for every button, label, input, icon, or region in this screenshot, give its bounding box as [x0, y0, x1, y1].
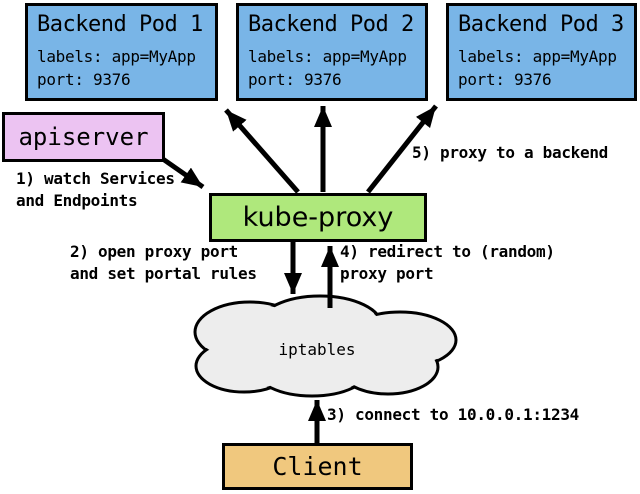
step-2-open-proxy-port: 2) open proxy port and set portal rules: [70, 241, 257, 285]
step-2-line-2: and set portal rules: [70, 264, 257, 283]
pod-title: Backend Pod 2: [248, 12, 414, 37]
pod-port: port: 9376: [458, 70, 552, 89]
step-3-connect: 3) connect to 10.0.0.1:1234: [327, 404, 579, 426]
apiserver-node: apiserver: [2, 112, 165, 162]
pod-title: Backend Pod 3: [458, 12, 624, 37]
step-2-line-1: 2) open proxy port: [70, 242, 238, 261]
step-4-line-1: 4) redirect to (random): [340, 242, 555, 261]
kube-proxy-node: kube-proxy: [209, 193, 427, 242]
client-label: Client: [272, 452, 363, 481]
step-1-watch-services: 1) watch Services and Endpoints: [16, 168, 175, 212]
arrow-kube-proxy-to-pod-1: [224, 108, 300, 194]
arrow-kube-proxy-to-pod-3: [366, 104, 438, 194]
backend-pod-2: Backend Pod 2 labels: app=MyApp port: 93…: [236, 3, 428, 101]
kube-proxy-label: kube-proxy: [242, 202, 394, 233]
arrow-apiserver-to-kube-proxy: [158, 154, 205, 190]
iptables-cloud: [193, 294, 458, 398]
pod-labels: labels: app=MyApp: [37, 47, 196, 66]
client-node: Client: [222, 443, 413, 490]
backend-pod-1: Backend Pod 1 labels: app=MyApp port: 93…: [25, 3, 218, 101]
step-5-proxy-to-backend: 5) proxy to a backend: [412, 142, 608, 164]
pod-labels: labels: app=MyApp: [458, 47, 617, 66]
step-1-line-2: and Endpoints: [16, 191, 138, 210]
step-4-line-2: proxy port: [340, 264, 434, 283]
iptables-label: iptables: [278, 340, 356, 359]
pod-port: port: 9376: [248, 70, 342, 89]
step-4-redirect: 4) redirect to (random) proxy port: [340, 241, 555, 285]
pod-port: port: 9376: [37, 70, 131, 89]
step-1-line-1: 1) watch Services: [16, 169, 175, 188]
pod-labels: labels: app=MyApp: [248, 47, 407, 66]
step-3-line-1: 3) connect to 10.0.0.1:1234: [327, 405, 579, 424]
step-5-line-1: 5) proxy to a backend: [412, 143, 608, 162]
backend-pod-3: Backend Pod 3 labels: app=MyApp port: 93…: [446, 3, 637, 101]
apiserver-label: apiserver: [18, 123, 149, 151]
pod-title: Backend Pod 1: [37, 12, 203, 37]
